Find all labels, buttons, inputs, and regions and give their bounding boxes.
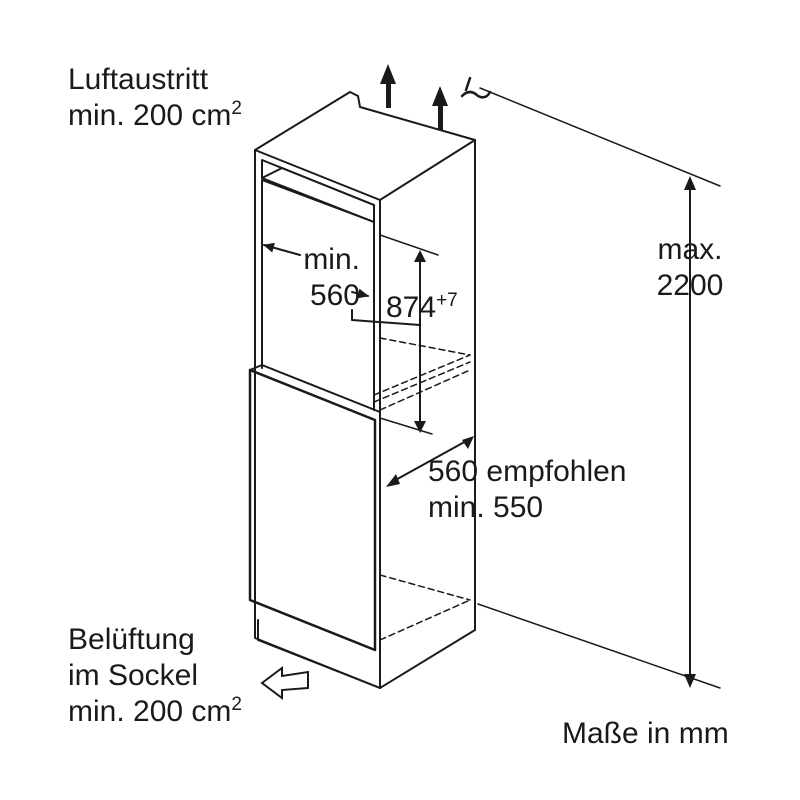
plinth-dashed (379, 574, 471, 641)
open-top-symbol (460, 76, 492, 99)
appliance-door (248, 368, 377, 652)
plinth-opening (257, 619, 381, 689)
units-note: Maße in mm (562, 717, 729, 750)
niche-back-dashed (373, 354, 471, 411)
niche-floor-dashed (379, 337, 471, 356)
cabinet-side-panel (379, 139, 476, 689)
appliance-top-edge (249, 364, 381, 413)
inner-step (351, 309, 421, 326)
niche-opening (261, 179, 375, 411)
ventilation-inlet-arrow (260, 666, 309, 700)
max-height-label: max. 2200 (656, 233, 724, 302)
depth-dimension-arrow-2 (351, 288, 369, 299)
depth-dimension-arrow (263, 242, 301, 256)
opening-height-label: 874+7 (386, 290, 458, 324)
cabinet-top-rim (254, 91, 476, 151)
niche-width-dimension (391, 439, 469, 483)
ventilation-label: Belüftung im Sockel min. 200 cm2 (68, 623, 242, 728)
cabinet-front-panel (254, 149, 381, 689)
niche-width-label: 560 empfohlen min. 550 (428, 455, 627, 524)
cabinet-top-board-depth (261, 167, 375, 206)
air-outlet-arrows (380, 64, 448, 130)
air-outlet-label: Luftaustritt min. 200 cm2 (68, 63, 242, 132)
niche-depth-label: min. 560 (303, 243, 360, 312)
